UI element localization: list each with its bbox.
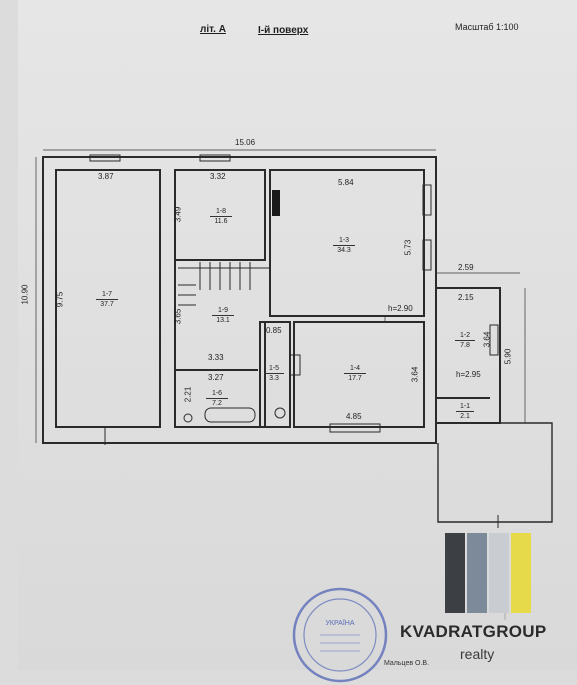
floor-plan bbox=[35, 149, 553, 620]
room-outline-1-7 bbox=[55, 169, 161, 428]
outer-wall bbox=[42, 156, 437, 444]
official-stamp: УКРАЇНА bbox=[292, 587, 388, 683]
room-outline-1-9 bbox=[174, 260, 265, 428]
dim-label: 3.64 bbox=[410, 366, 420, 383]
dim-label: 3.32 bbox=[210, 172, 226, 181]
signer-name: Мальцев О.В. bbox=[384, 660, 430, 667]
dim-label: 3.33 bbox=[208, 353, 224, 362]
dim-label: 3.27 bbox=[208, 373, 224, 382]
ceiling-height: h=2.90 bbox=[388, 304, 413, 313]
svg-text:УКРАЇНА: УКРАЇНА bbox=[325, 619, 354, 627]
dim-label: 2.15 bbox=[458, 293, 474, 302]
height-dim: 10.90 bbox=[20, 284, 30, 305]
dim-label: 0.85 bbox=[266, 326, 282, 335]
scale-label: Масштаб 1:100 bbox=[455, 22, 519, 32]
dim-label: 3.87 bbox=[98, 172, 114, 181]
dim-label: 3.64 bbox=[482, 331, 492, 348]
annex-height-dim: 5.90 bbox=[503, 348, 513, 365]
building-letter: літ. А bbox=[200, 24, 226, 35]
brand-name: KVADRATGROUP bbox=[400, 622, 547, 641]
dim-label: 5.84 bbox=[338, 178, 354, 187]
chimney-mark bbox=[272, 190, 280, 216]
dim-label: 3.65 bbox=[173, 308, 183, 325]
dim-label: 2.21 bbox=[183, 386, 193, 403]
dim-label: 4.85 bbox=[346, 412, 362, 421]
room-outline-1-8 bbox=[174, 169, 266, 261]
kvadratgroup-logo bbox=[445, 533, 531, 613]
dim-label: 5.73 bbox=[403, 239, 413, 256]
annex-width-dim: 2.59 bbox=[458, 263, 474, 272]
floor-title: І-й поверх bbox=[258, 25, 309, 36]
brand-subtitle: realty bbox=[460, 646, 495, 662]
dim-label: 3.49 bbox=[173, 206, 183, 223]
veranda-outline bbox=[436, 422, 553, 523]
ceiling-height: h=2.95 bbox=[456, 370, 481, 379]
dim-label: 9.75 bbox=[55, 291, 65, 308]
room-outline-1-3 bbox=[269, 169, 425, 317]
width-dim: 15.06 bbox=[235, 138, 256, 147]
